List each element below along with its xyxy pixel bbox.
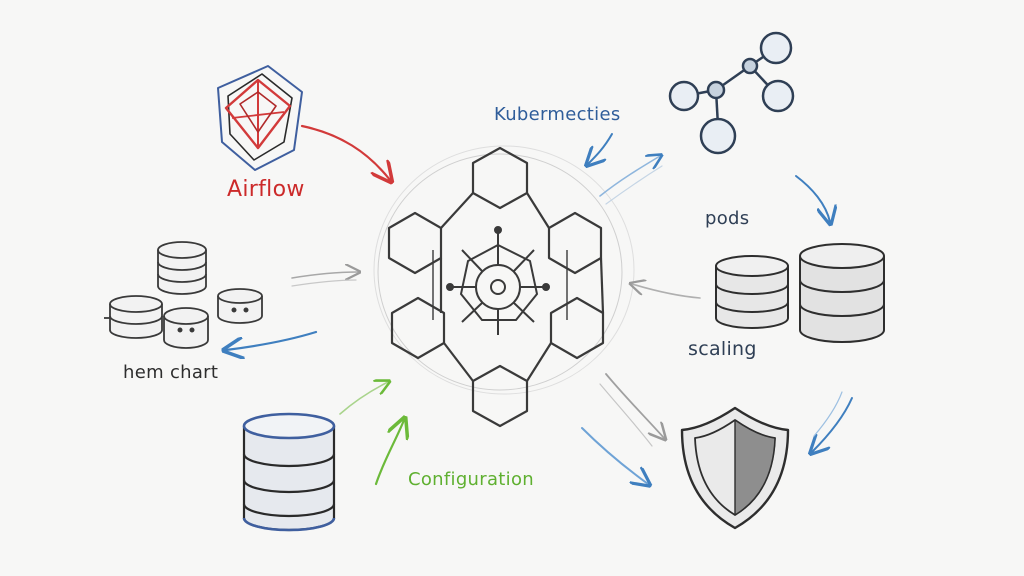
pods-cylinders <box>715 243 885 343</box>
arrow-center-to-helm <box>226 330 318 350</box>
database-cylinder-icon <box>217 288 263 324</box>
hexagon-lower-left <box>390 296 446 360</box>
arrow-center-to-shield-blue <box>581 427 648 484</box>
hexagon-top <box>471 146 529 210</box>
arrow-config-up <box>374 420 404 486</box>
hexagon-cluster <box>387 146 605 428</box>
configuration-database-icon <box>242 412 336 532</box>
database-cylinder-icon <box>157 241 207 295</box>
arrow-k8s-in <box>588 133 613 164</box>
hexagon-lower-right <box>549 296 605 360</box>
arrow-airflow-to-center <box>300 124 390 180</box>
arrow-k8s-out <box>599 156 660 197</box>
arrow-center-to-shield-gray <box>605 373 664 438</box>
arrows <box>226 124 853 486</box>
helm-chart-cylinders <box>104 241 263 349</box>
central-sketch-circle <box>373 145 635 395</box>
configuration-label: Configuration <box>408 469 534 490</box>
hexagon-bottom <box>471 364 529 428</box>
pods-label: pods <box>705 208 750 229</box>
kubernetes-label: Kubermecties <box>494 104 621 125</box>
arrow-config-to-center <box>339 382 388 415</box>
database-cylinder-icon <box>163 307 209 349</box>
helm-chart-label: hem chart <box>123 362 219 383</box>
airflow-label: Airflow <box>227 177 305 202</box>
molecule-network-icon <box>668 31 795 155</box>
hexagon-upper-right <box>547 211 603 275</box>
airflow-logo-icon <box>217 65 303 171</box>
database-cylinder-icon <box>715 255 789 329</box>
arrow-helm-to-center <box>291 272 358 278</box>
database-cylinder-icon <box>104 295 163 339</box>
arrow-network-to-pods <box>795 175 830 222</box>
kubernetes-helm-wheel-icon <box>446 226 550 335</box>
scaling-label: scaling <box>688 338 757 360</box>
arrow-pods-to-center <box>632 284 701 299</box>
arrow-pods-to-shield <box>812 397 853 452</box>
shield-icon <box>680 406 790 530</box>
database-cylinder-icon <box>799 243 885 343</box>
